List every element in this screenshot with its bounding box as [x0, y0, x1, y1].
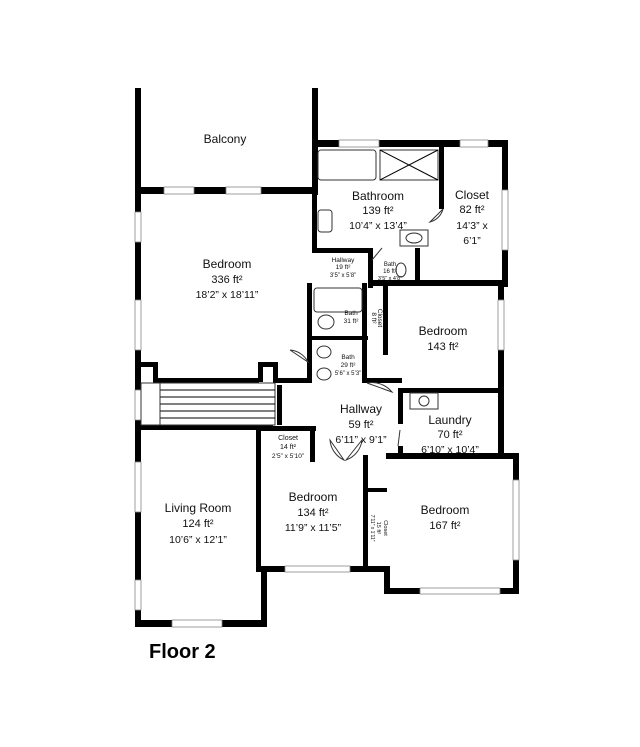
- laundry-dims: 6’10” x 10’4”: [421, 444, 479, 456]
- closet15-name: Closet: [382, 520, 388, 536]
- closet-top-dims: 14’3” x: [456, 220, 488, 232]
- laundry-name: Laundry: [428, 413, 471, 427]
- closet14-area: 14 ft²: [280, 444, 297, 451]
- balcony-name: Balcony: [204, 132, 247, 146]
- bath16-area: 16 ft²: [383, 269, 397, 275]
- bedroom143-area: 143 ft²: [427, 341, 459, 353]
- bedroom134-name: Bedroom: [289, 490, 338, 504]
- bath16-dims: 3’5” x 4’8”: [378, 276, 402, 282]
- floor-title: Floor 2: [149, 641, 216, 663]
- bath31-name: Bath: [344, 310, 358, 317]
- room-labels: Balcony Bathroom 139 ft² 10’4” x 13’4” C…: [165, 132, 490, 546]
- closet-top-dims2: 6’1”: [463, 235, 481, 247]
- hallway-small-name: Hallway: [332, 257, 356, 264]
- hallway-small-area: 19 ft²: [336, 264, 352, 271]
- hallway-small-dims: 3’5” x 5’8”: [330, 273, 356, 279]
- closet14-name: Closet: [278, 435, 298, 442]
- bedroom134-dims: 11’9” x 11’5”: [285, 522, 342, 534]
- master-bedroom-dims: 18’2” x 18’11”: [196, 289, 259, 301]
- bedroom143-name: Bedroom: [419, 324, 468, 338]
- hallway-main-dims: 6’11” x 9’1”: [335, 434, 387, 446]
- bath29-name: Bath: [341, 354, 355, 361]
- windows: [134, 139, 520, 628]
- living-room-area: 124 ft²: [182, 518, 214, 530]
- fixtures: [140, 149, 439, 426]
- closet-top-area: 82 ft²: [459, 204, 484, 216]
- closet-top-name: Closet: [455, 188, 490, 202]
- closet15-dims: 7’11” x 1’11”: [369, 515, 375, 542]
- closet14-dims: 2’5” x 5’10”: [272, 453, 304, 460]
- closet8-name: Closet: [376, 309, 383, 328]
- bath29-area: 29 ft²: [341, 362, 357, 369]
- bath31-area: 31 ft²: [344, 318, 360, 325]
- bedroom167-area: 167 ft²: [429, 520, 461, 532]
- bedroom134-area: 134 ft²: [297, 507, 329, 519]
- master-bedroom-area: 336 ft²: [211, 274, 243, 286]
- bathroom-name: Bathroom: [352, 189, 404, 203]
- closet8-area: 8 ft²: [370, 312, 377, 324]
- bathroom-area: 139 ft²: [362, 205, 394, 217]
- laundry-area: 70 ft²: [437, 429, 462, 441]
- hallway-main-area: 59 ft²: [348, 419, 373, 431]
- bedroom167-name: Bedroom: [421, 503, 470, 517]
- bath29-dims: 5’6” x 5’3”: [335, 371, 361, 377]
- living-room-name: Living Room: [165, 501, 232, 515]
- hallway-main-name: Hallway: [340, 402, 382, 416]
- bathroom-dims: 10’4” x 13’4”: [349, 220, 407, 232]
- living-room-dims: 10’6” x 12’1”: [169, 534, 227, 546]
- master-bedroom-name: Bedroom: [203, 257, 252, 271]
- closet15-area: 15 ft²: [375, 522, 381, 535]
- doors: [289, 208, 444, 462]
- bath16-name: Bath: [384, 262, 396, 268]
